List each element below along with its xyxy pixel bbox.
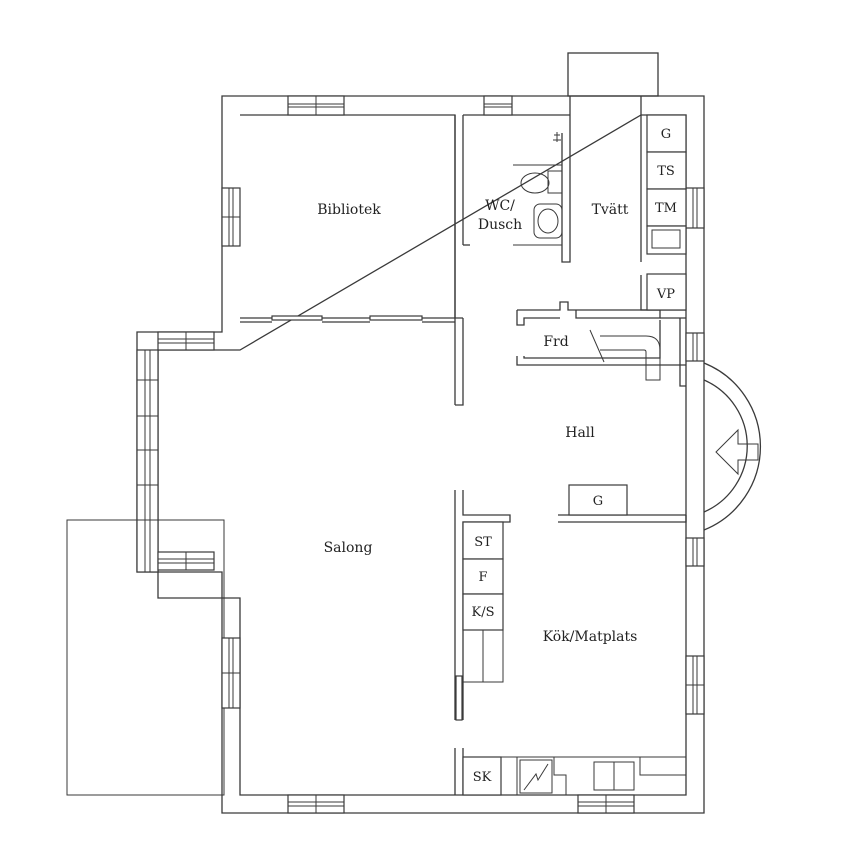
fixture-label-sk: SK bbox=[473, 770, 492, 785]
fixture-label-ks: K/S bbox=[472, 605, 495, 620]
fixture-label-tm: TM bbox=[655, 201, 677, 216]
fixture-label-f: F bbox=[478, 570, 487, 585]
toilet-icon bbox=[520, 172, 550, 194]
room-label-salong: Salong bbox=[324, 540, 373, 556]
fixture-label-vp: VP bbox=[656, 287, 675, 302]
entrance-bay bbox=[703, 362, 762, 531]
kitchen-fittings bbox=[462, 521, 686, 796]
room-label-wc-line1: WC/ bbox=[485, 198, 515, 214]
stove-icon bbox=[519, 759, 553, 794]
hall-wardrobe bbox=[568, 484, 628, 516]
windows bbox=[136, 95, 705, 814]
entry-arrow-icon bbox=[715, 428, 759, 476]
doors bbox=[455, 329, 661, 721]
laundry-appliances bbox=[646, 114, 687, 311]
lightning-icon bbox=[523, 763, 549, 791]
room-label-frd: Frd bbox=[543, 334, 568, 350]
fixture-label-st: ST bbox=[474, 535, 492, 550]
room-label-hall: Hall bbox=[565, 425, 595, 441]
chimney bbox=[567, 52, 659, 97]
interior-walls bbox=[240, 96, 687, 795]
room-label-tvatt: Tvätt bbox=[592, 202, 629, 218]
fixture-label-g-hall: G bbox=[593, 494, 603, 509]
fixture-label-g-laundry: G bbox=[661, 127, 671, 142]
wc-fixtures bbox=[513, 132, 563, 246]
room-label-wc-line2: Dusch bbox=[478, 217, 522, 233]
fixture-label-ts: TS bbox=[657, 164, 675, 179]
room-label-bibliotek: Bibliotek bbox=[317, 202, 381, 218]
room-label-kok: Kök/Matplats bbox=[543, 629, 638, 645]
sink-icon bbox=[533, 203, 563, 239]
shower-icon bbox=[553, 132, 561, 142]
